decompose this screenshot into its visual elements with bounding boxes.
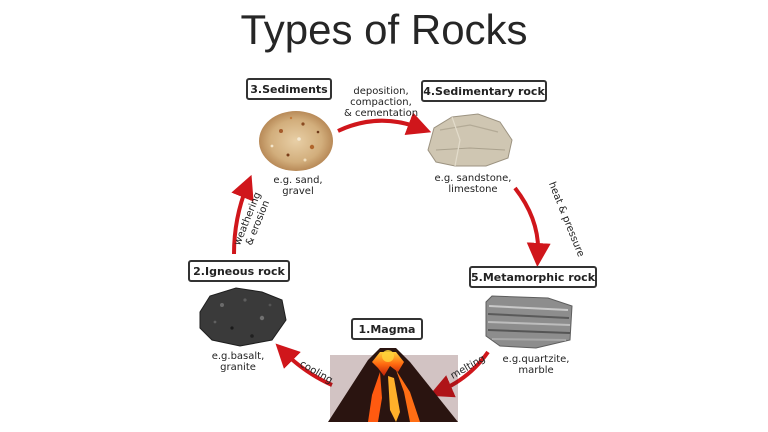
stage-metamorphic-label: 5.Metamorphic rock xyxy=(469,266,597,288)
slide-title: Types of Rocks xyxy=(240,6,528,53)
arrow-cooling xyxy=(275,343,333,387)
process-deposition: deposition, compaction, & cementation xyxy=(340,86,422,119)
example-line: e.g. sandstone, xyxy=(434,173,512,184)
arrow-deposition xyxy=(337,112,432,135)
process-line: compaction, xyxy=(350,97,412,108)
sand-image xyxy=(259,111,333,171)
volcano-image xyxy=(328,348,458,422)
sedimentary-examples: e.g. sandstone, limestone xyxy=(428,173,518,195)
example-line: gravel xyxy=(282,186,314,197)
sandstone-image xyxy=(427,113,513,167)
metamorphic-examples: e.g.quartzite, marble xyxy=(496,354,576,376)
stage-magma-label: 1.Magma xyxy=(351,318,423,340)
quartzite-image xyxy=(485,295,573,349)
process-line: deposition, xyxy=(353,86,409,97)
example-line: e.g.quartzite, xyxy=(502,354,570,365)
example-line: limestone xyxy=(448,184,498,195)
stage-sedimentary-label: 4.Sedimentary rock xyxy=(421,80,547,102)
stage-sediments-label: 3.Sediments xyxy=(246,78,332,100)
basalt-image xyxy=(199,287,287,347)
example-line: granite xyxy=(220,362,256,373)
sediments-examples: e.g. sand, gravel xyxy=(266,175,330,197)
arrow-weathering xyxy=(231,174,254,255)
example-line: e.g.basalt, xyxy=(211,351,265,362)
arrow-heat-pressure xyxy=(513,186,551,267)
example-line: e.g. sand, xyxy=(273,175,323,186)
arrow-melting xyxy=(428,350,490,398)
igneous-examples: e.g.basalt, granite xyxy=(204,351,272,373)
stage-igneous-label: 2.Igneous rock xyxy=(188,260,290,282)
process-line: & cementation xyxy=(343,108,419,119)
example-line: marble xyxy=(518,365,554,376)
